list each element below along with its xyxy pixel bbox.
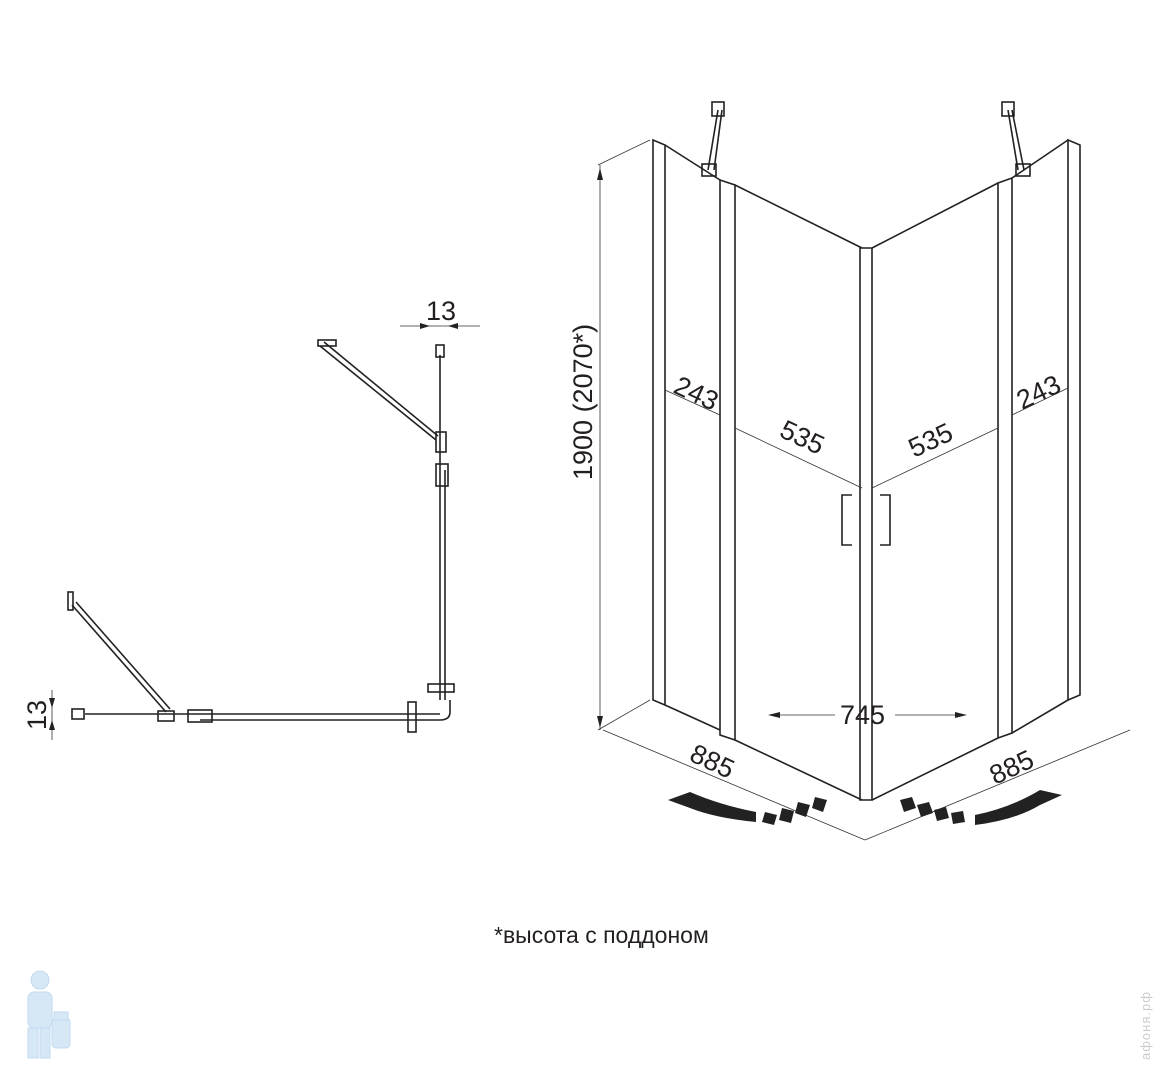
watermark-text: афоня.рф bbox=[1138, 991, 1153, 1060]
perspective-view: 1900 (2070*) 243 535 535 243 745 885 885 bbox=[568, 101, 1131, 841]
left-door-label: 535 bbox=[775, 414, 829, 460]
left-side-label: 885 bbox=[685, 738, 739, 784]
right-swing-arrow-icon bbox=[975, 790, 1062, 825]
right-fixed-panel-label: 243 bbox=[1012, 369, 1066, 415]
entrance-width-label: 745 bbox=[840, 700, 885, 730]
plan-view: 13 13 bbox=[22, 296, 480, 740]
plan-left-gap-label: 13 bbox=[22, 700, 52, 730]
left-swing-arrow-icon bbox=[668, 792, 756, 822]
footnote: *высота с поддоном bbox=[494, 922, 709, 948]
right-door-label: 535 bbox=[904, 417, 958, 463]
right-side-label: 885 bbox=[985, 744, 1039, 790]
plan-top-gap-label: 13 bbox=[426, 296, 456, 326]
left-fixed-panel-label: 243 bbox=[669, 370, 723, 416]
height-label: 1900 (2070*) bbox=[568, 324, 598, 480]
plumber-logo bbox=[27, 970, 71, 1059]
